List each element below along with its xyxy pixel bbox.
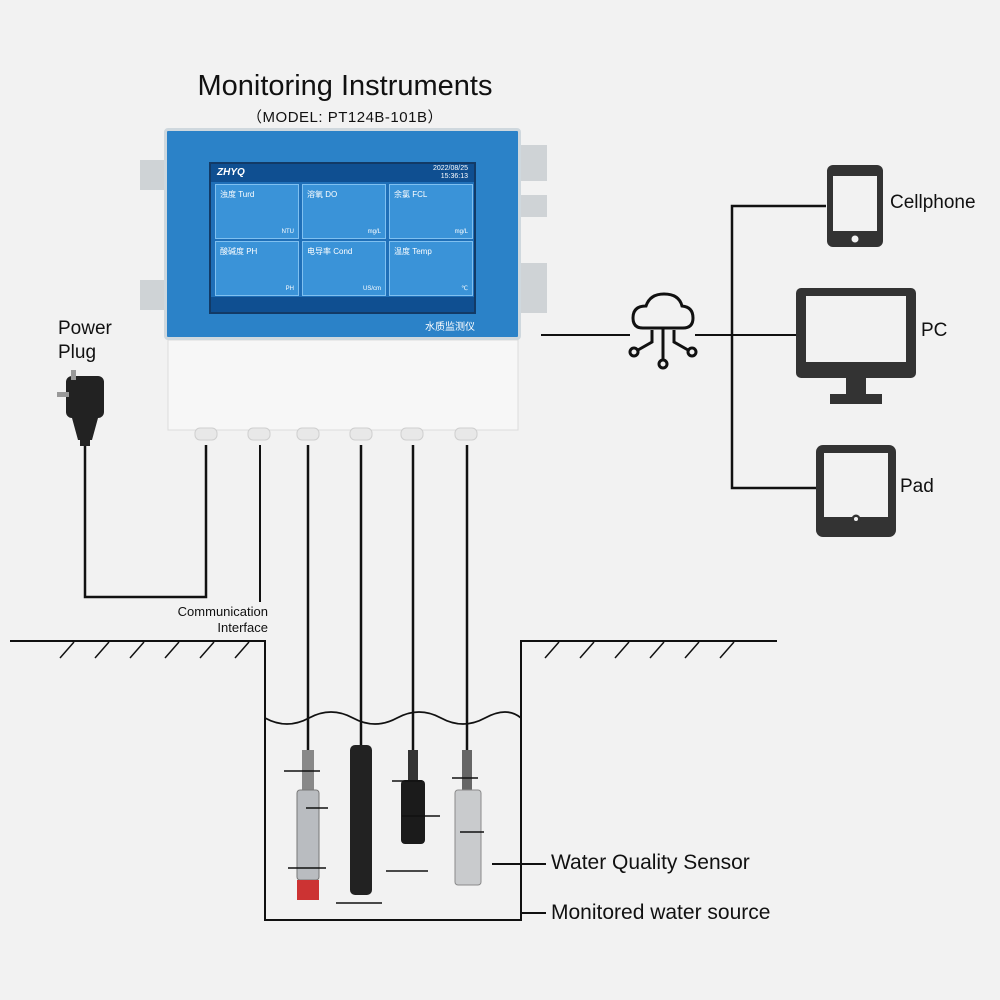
screen-brand: ZHYQ [217, 167, 245, 178]
screen-tile: 浊度 Turd NTU [215, 184, 299, 239]
bracket-right-top [521, 145, 547, 181]
tile-name: 余氯 FCL [394, 190, 428, 199]
tile-unit: ℃ [461, 286, 468, 292]
network-bus [730, 204, 826, 490]
device-junction-box [167, 339, 519, 431]
monitored-water-source-label: Monitored water source [551, 901, 771, 924]
power-plug-label-line1: Power [58, 318, 112, 339]
cable-glands [194, 427, 478, 441]
screen-tile: 电导率 Cond US/cm [302, 241, 386, 296]
sensor-conductivity [452, 750, 484, 886]
screen-tile: 余氯 FCL mg/L [389, 184, 473, 239]
ground-surface [10, 640, 777, 921]
screen-time: 15:36:13 [440, 173, 468, 180]
sensor-cables [306, 445, 469, 750]
diagram-title: Monitoring Instruments [197, 70, 493, 102]
tile-name: 酸碱度 PH [220, 247, 258, 256]
tile-name: 温度 Temp [394, 247, 432, 256]
tile-name: 浊度 Turd [220, 190, 255, 199]
cellphone-icon [827, 165, 883, 247]
comm-label-line2: Interface [217, 620, 268, 635]
bracket-left-bottom [140, 280, 164, 310]
cloud-network-icon [628, 292, 698, 370]
tile-unit: mg/L [367, 229, 381, 235]
instrument-screen: ZHYQ 2022/08/25 15:36:13 浊度 Turd NTU 溶氧 … [209, 162, 476, 314]
tile-name: 溶氧 DO [307, 190, 338, 199]
tile-unit: US/cm [363, 286, 381, 292]
bracket-left-top [140, 160, 164, 190]
sensor-turbidity [284, 750, 328, 900]
pc-icon [796, 288, 916, 404]
screen-header: ZHYQ 2022/08/25 15:36:13 [211, 164, 474, 182]
comm-label-line1: Communication [177, 604, 268, 619]
screen-clock: 2022/08/25 15:36:13 [433, 165, 468, 181]
tile-name: 电导率 Cond [307, 247, 353, 256]
communication-interface-label: Communication Interface [120, 604, 268, 636]
sensor-chlorine [386, 750, 440, 872]
ground-hatch [59, 641, 735, 659]
tile-unit: mg/L [454, 229, 468, 235]
pc-label: PC [921, 320, 948, 341]
pad-label: Pad [900, 476, 934, 497]
power-plug-icon [57, 370, 104, 446]
bracket-right-bottom [521, 263, 547, 313]
pad-icon [816, 445, 896, 537]
cellphone-label: Cellphone [890, 192, 976, 213]
water-surface [264, 711, 522, 725]
water-quality-sensor-label: Water Quality Sensor [551, 851, 750, 874]
screen-tile: 溶氧 DO mg/L [302, 184, 386, 239]
screen-tile: 温度 Temp ℃ [389, 241, 473, 296]
bracket-right-mid [521, 195, 547, 217]
power-plug-label: Power Plug [58, 317, 112, 365]
tile-unit: PH [285, 286, 294, 292]
tile-unit: NTU [281, 229, 294, 235]
instrument-nameplate: 水质监测仪 [425, 322, 475, 333]
model-number: （MODEL: PT124B-101B） [247, 109, 443, 126]
screen-footer [211, 297, 474, 312]
sensor-dissolved-oxygen [336, 745, 382, 904]
screen-tile: 酸碱度 PH PH [215, 241, 299, 296]
screen-date: 2022/08/25 [432, 165, 468, 172]
power-plug-label-line2: Plug [58, 342, 97, 363]
power-cable [83, 445, 208, 599]
